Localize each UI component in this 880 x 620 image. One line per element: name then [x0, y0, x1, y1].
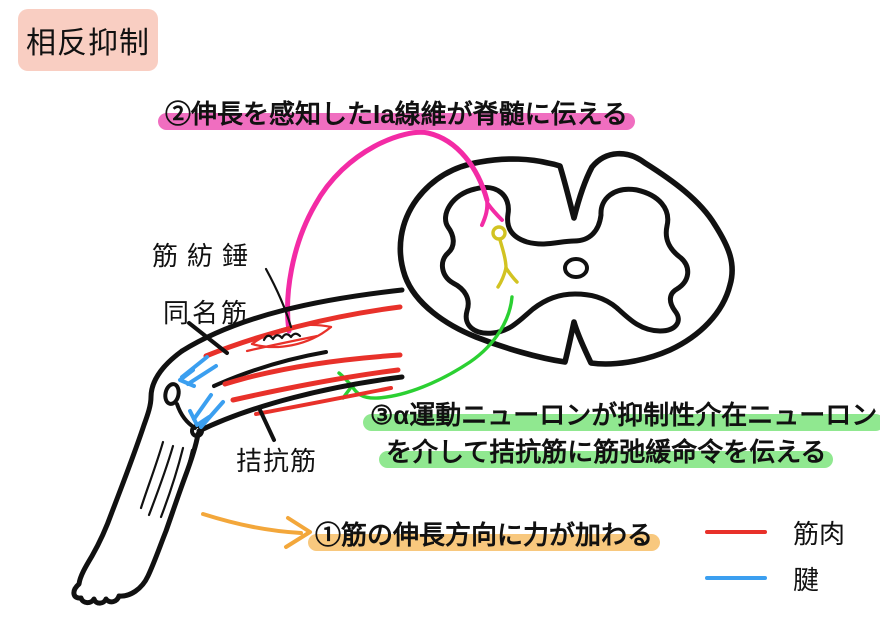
antagonist-muscle-line-3: [254, 386, 393, 416]
tendon-marks: [178, 355, 225, 429]
shin-striation-4: [171, 448, 194, 514]
central-canal: [563, 257, 589, 279]
interneuron-terminal-left: [496, 266, 508, 289]
thigh-mid-line: [212, 350, 328, 388]
antagonist-muscle-label: 拮抗筋: [236, 446, 318, 476]
spindle-coils: [262, 332, 302, 342]
agonist-muscle-label: 同名筋: [163, 298, 251, 328]
antagonist-muscle-line-1: [222, 352, 403, 387]
shin-striation-1: [139, 440, 165, 510]
ia-fiber-curve: [285, 129, 490, 334]
gray-matter-outline: [439, 185, 691, 336]
step3-text-line2: を介して拮抗筋に筋弛緩命令を伝える: [386, 437, 827, 467]
tendon-arrow1-line2: [186, 364, 218, 386]
ia-afferent-fiber: [285, 129, 504, 334]
title-badge-label: 相反抑制: [26, 27, 150, 60]
spinal-cord-drawing: [397, 150, 735, 367]
step2-annotation: ②伸長を感知したIa線維が脊髄に伝える: [164, 94, 629, 131]
antagonist-leader-line: [258, 408, 276, 442]
force-arrow: [201, 512, 312, 549]
step3-text-line1: ③α運動ニューロンが抑制性介在ニューロン: [370, 400, 878, 430]
legend: 筋肉 腱: [705, 517, 845, 595]
step3-annotation: ③α運動ニューロンが抑制性介在ニューロン を介して拮抗筋に筋弛緩命令を伝える: [369, 397, 878, 471]
spindle-underline: [245, 334, 319, 353]
step1-annotation: ①筋の伸長方向に力が加わる: [314, 515, 654, 552]
interneuron-terminal-right: [504, 266, 519, 284]
spindle-capsule-top: [250, 323, 333, 346]
tendon-legend-label: 腱: [793, 564, 820, 595]
limb-drawing: [71, 267, 405, 606]
force-arrow-shaft: [201, 512, 303, 535]
step2-text: ②伸長を感知したIa線維が脊髄に伝える: [165, 99, 628, 129]
muscle-spindle-drawing: [245, 323, 333, 353]
antagonist-muscle-line-2: [230, 367, 401, 403]
legend-row-tendon: 腱: [705, 563, 845, 595]
step1-text: ①筋の伸長方向に力が加わる: [315, 520, 654, 550]
motor-axon-curve: [350, 295, 514, 400]
muscle-legend-label: 筋肉: [793, 518, 846, 549]
legend-row-muscle: 筋肉: [705, 517, 845, 549]
muscle-line-swatch: [705, 530, 767, 534]
shin-foot-outline: [71, 348, 201, 606]
shin-striation-3: [159, 446, 185, 519]
tendon-arrow1-head: [178, 368, 196, 388]
spindle-leader-line: [264, 267, 293, 329]
tendon-arrow2-head: [188, 409, 211, 427]
shin-striation-2: [147, 444, 175, 517]
interneuron-axon: [498, 238, 508, 270]
tendon-arrow2-line1: [192, 393, 213, 421]
spindle-capsule-bottom: [250, 325, 333, 349]
muscle-spindle-label: 筋紡錘: [152, 241, 258, 271]
thigh-bottom-outline: [196, 374, 405, 434]
tendon-arrow2-line2: [199, 400, 225, 429]
inhibitory-interneuron: [491, 225, 519, 289]
agonist-leader-line: [187, 321, 229, 355]
spinal-cord-outline: [397, 150, 735, 367]
title-badge: 相反抑制: [18, 9, 158, 71]
tendon-line-swatch: [705, 576, 767, 580]
ia-fiber-branch-right: [486, 202, 504, 222]
thigh-top-outline: [179, 287, 405, 354]
joint-bone-upper: [163, 382, 181, 406]
force-arrow-head: [284, 516, 312, 549]
interneuron-soma: [491, 225, 507, 241]
